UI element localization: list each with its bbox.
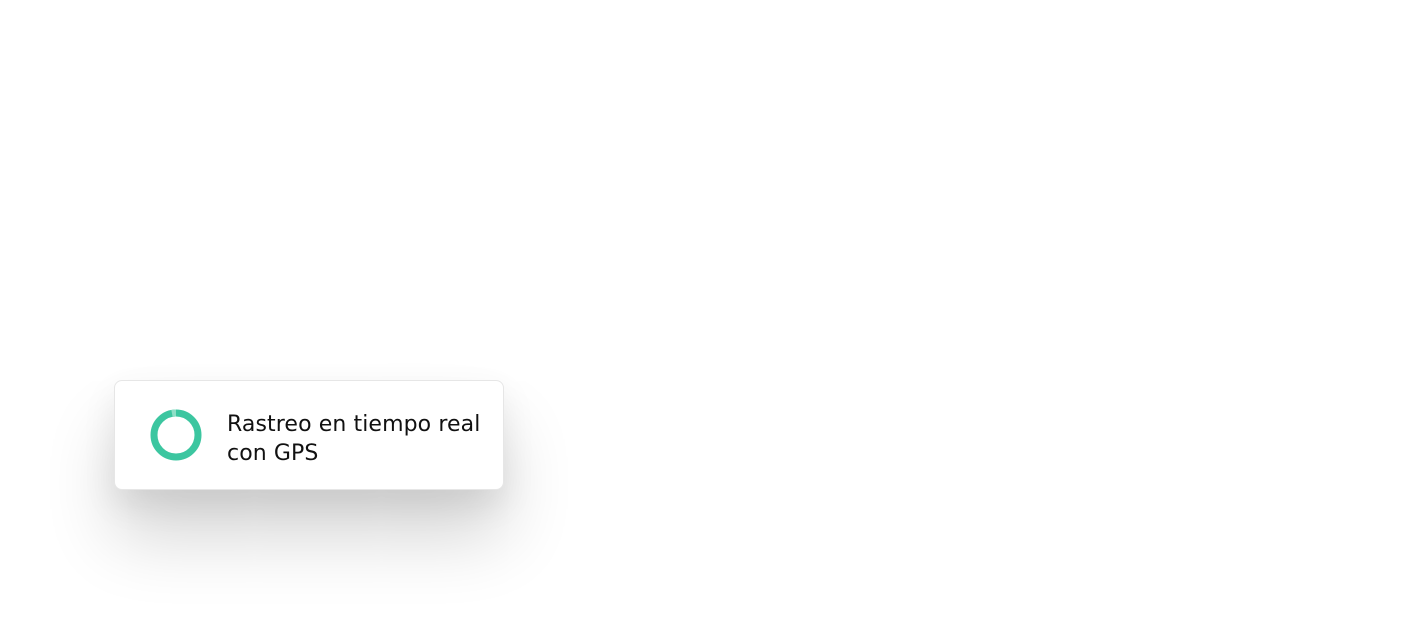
feature-card: Rastreo en tiempo real con GPS (114, 380, 504, 490)
feature-label: Rastreo en tiempo real con GPS (227, 412, 481, 466)
progress-ring-icon (150, 409, 202, 461)
